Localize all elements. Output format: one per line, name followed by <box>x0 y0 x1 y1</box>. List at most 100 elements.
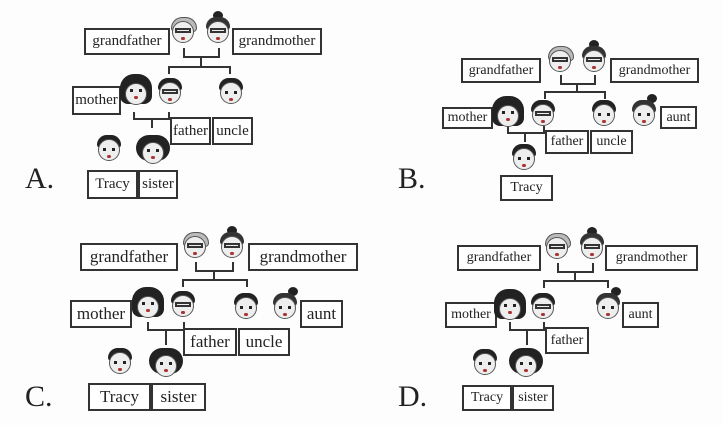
connector-line <box>604 91 606 99</box>
skin-part <box>109 352 131 374</box>
connector-line <box>544 91 546 99</box>
mouth-part <box>168 98 172 101</box>
connector-line <box>509 322 511 330</box>
mouth-part <box>541 120 545 123</box>
grandfather-face-icon <box>181 230 209 260</box>
tracy-label: Tracy <box>88 383 151 411</box>
connector-line <box>576 83 578 92</box>
father-face-icon <box>169 289 197 319</box>
connector-line <box>526 329 528 345</box>
bunk-part <box>288 287 298 296</box>
bunk-part <box>647 94 657 103</box>
mouth-part <box>590 253 594 256</box>
connector-line <box>560 83 596 85</box>
bunk-part <box>213 11 223 20</box>
skin-part <box>515 355 537 377</box>
eyes-part <box>225 91 237 94</box>
aunt-label: aunt <box>622 302 659 328</box>
eyes-part <box>187 243 203 248</box>
connector-line <box>168 66 230 68</box>
connector-line <box>507 132 545 134</box>
skin-part <box>633 104 655 126</box>
grandmother-face-icon <box>204 11 232 45</box>
eyes-part <box>224 243 240 248</box>
aunt-label: aunt <box>300 300 343 328</box>
mouth-part <box>134 96 138 99</box>
grandmother-face-icon <box>580 40 608 74</box>
connector-line <box>168 112 170 120</box>
grandfather-face-icon <box>543 231 571 261</box>
father-face-icon <box>529 291 557 321</box>
mother-label: mother <box>442 107 493 129</box>
connector-line <box>557 263 559 272</box>
connector-line <box>594 75 596 84</box>
mouth-part <box>592 66 596 69</box>
bunk-part <box>589 40 599 49</box>
sister-face-icon <box>136 134 170 164</box>
connector-line <box>200 56 202 67</box>
tracy-face-icon <box>471 347 499 377</box>
connector-line <box>168 66 170 74</box>
eyes-part <box>584 244 600 249</box>
skin-part <box>155 355 177 377</box>
aunt-face-icon <box>594 287 622 321</box>
tracy-label: Tracy <box>500 175 553 201</box>
grandfather-label: grandfather <box>461 58 541 83</box>
father-face-icon <box>529 98 557 128</box>
connector-line <box>232 262 234 271</box>
grandmother-label: grandmother <box>232 28 322 55</box>
eyes-part <box>504 304 516 307</box>
father-label: father <box>183 328 237 356</box>
aunt-face-icon <box>271 287 299 321</box>
connector-line <box>560 75 562 84</box>
eyes-part <box>175 28 191 33</box>
connector-line <box>524 132 526 142</box>
connector-line <box>543 280 609 282</box>
mouth-part <box>146 309 150 312</box>
skin-part <box>499 298 521 320</box>
father-label: father <box>545 327 589 354</box>
grandfather-label: grandfather <box>84 28 170 55</box>
eyes-part <box>638 113 650 116</box>
mouth-part <box>483 369 487 372</box>
connector-line <box>213 270 215 280</box>
grandmother-label: grandmother <box>605 245 698 271</box>
mouth-part <box>642 120 646 123</box>
connector-line <box>218 48 220 57</box>
eyes-part <box>549 244 565 249</box>
eyes-part <box>535 304 551 309</box>
father-label: father <box>545 130 589 154</box>
skin-part <box>98 139 120 161</box>
connector-line <box>592 263 594 272</box>
connector-line <box>151 118 153 128</box>
eyes-part <box>162 89 178 94</box>
grandfather-label: grandfather <box>80 243 178 271</box>
eyes-part <box>130 89 142 92</box>
eyes-part <box>552 57 568 62</box>
bunk-part <box>611 287 621 296</box>
eyes-part <box>160 362 172 365</box>
mouth-part <box>164 369 168 372</box>
mouth-part <box>230 252 234 255</box>
uncle-label: uncle <box>590 130 633 154</box>
connector-line <box>182 279 248 281</box>
mouth-part <box>193 252 197 255</box>
eyes-part <box>535 111 551 116</box>
sister-label: sister <box>151 383 206 411</box>
mouth-part <box>216 37 220 40</box>
uncle-face-icon <box>232 291 260 321</box>
mouth-part <box>229 98 233 101</box>
mother-face-icon <box>132 287 164 318</box>
mouth-part <box>522 164 526 167</box>
tracy-label: Tracy <box>462 385 512 411</box>
mother-face-icon <box>120 74 152 105</box>
skin-part <box>513 148 535 170</box>
grandmother-face-icon <box>578 227 606 261</box>
connector-line <box>246 279 248 287</box>
connector-line <box>543 322 545 330</box>
mouth-part <box>524 369 528 372</box>
mouth-part <box>541 313 545 316</box>
eyes-part <box>142 302 154 305</box>
option-letter: D. <box>398 380 428 413</box>
tracy-face-icon <box>95 133 123 163</box>
